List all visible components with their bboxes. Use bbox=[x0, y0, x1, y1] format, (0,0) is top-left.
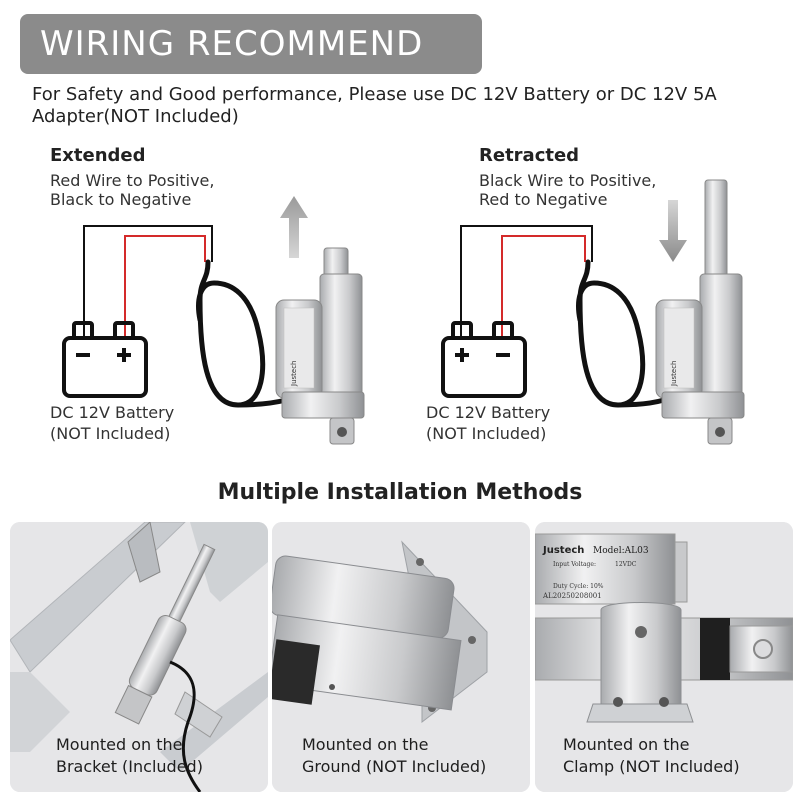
page-title: WIRING RECOMMEND bbox=[40, 24, 424, 64]
extend-up-arrow-icon bbox=[280, 196, 308, 258]
extended-desc-line1: Red Wire to Positive, bbox=[50, 171, 215, 190]
retracted-cable bbox=[576, 259, 667, 408]
install-caption-bracket: Mounted on the Bracket (Included) bbox=[10, 734, 268, 778]
install-card-ground: Mounted on the Ground (NOT Included) bbox=[272, 522, 530, 792]
install-caption-clamp-line2: Clamp (NOT Included) bbox=[563, 757, 740, 776]
retracted-red-wire bbox=[501, 235, 586, 338]
clamp-brand-text: Justech bbox=[542, 545, 584, 556]
retracted-battery-label: DC 12V Battery (NOT Included) bbox=[426, 402, 646, 444]
extended-black-wire bbox=[83, 225, 213, 338]
clamp-photo: Justech Model:AL03 Input Voltage: 12VDC … bbox=[535, 522, 793, 792]
wiring-diagrams: Justech Justech bbox=[62, 179, 745, 445]
extended-cable bbox=[196, 259, 289, 408]
retracted-diagram: Justech bbox=[441, 179, 745, 445]
extended-battery-label: DC 12V Battery (NOT Included) bbox=[50, 402, 270, 444]
extended-red-wire bbox=[124, 235, 206, 338]
retract-down-arrow-icon bbox=[659, 200, 687, 262]
retracted-actuator-brand: Justech bbox=[670, 361, 678, 387]
installation-heading: Multiple Installation Methods bbox=[217, 480, 583, 505]
extended-heading: Extended bbox=[50, 145, 146, 166]
ground-photo bbox=[272, 522, 530, 792]
intro-text: For Safety and Good performance, Please … bbox=[32, 84, 717, 127]
retracted-actuator-image: Justech bbox=[655, 179, 745, 445]
extended-desc: Red Wire to Positive, Black to Negative bbox=[50, 171, 310, 209]
install-caption-ground-line1: Mounted on the bbox=[302, 735, 429, 754]
retracted-battery-line2: (NOT Included) bbox=[426, 424, 547, 443]
extended-battery-line2: (NOT Included) bbox=[50, 424, 171, 443]
install-caption-ground: Mounted on the Ground (NOT Included) bbox=[272, 734, 530, 778]
install-card-clamp: Justech Model:AL03 Input Voltage: 12VDC … bbox=[535, 522, 793, 792]
extended-diagram: Justech bbox=[62, 196, 365, 445]
bracket-photo bbox=[10, 522, 268, 792]
install-caption-clamp: Mounted on the Clamp (NOT Included) bbox=[535, 734, 793, 778]
retracted-battery-line1: DC 12V Battery bbox=[426, 403, 551, 422]
retracted-desc-line2: Red to Negative bbox=[479, 190, 608, 209]
extended-actuator-brand: Justech bbox=[290, 361, 298, 387]
extended-desc-line2: Black to Negative bbox=[50, 190, 192, 209]
clamp-voltage-value: 12VDC bbox=[615, 561, 637, 568]
extended-battery-icon bbox=[62, 321, 148, 398]
retracted-desc: Black Wire to Positive, Red to Negative bbox=[479, 171, 739, 209]
title-banner: WIRING RECOMMEND bbox=[20, 14, 482, 74]
extended-actuator-image: Justech bbox=[275, 247, 365, 445]
clamp-serial-text: AL20250208001 bbox=[542, 592, 602, 600]
clamp-voltage-label: Input Voltage: bbox=[553, 561, 596, 568]
install-caption-ground-line2: Ground (NOT Included) bbox=[302, 757, 487, 776]
install-caption-bracket-line2: Bracket (Included) bbox=[56, 757, 203, 776]
install-card-bracket: Mounted on the Bracket (Included) bbox=[10, 522, 268, 792]
retracted-heading: Retracted bbox=[479, 145, 580, 166]
install-caption-bracket-line1: Mounted on the bbox=[56, 735, 183, 754]
extended-battery-line1: DC 12V Battery bbox=[50, 403, 175, 422]
retracted-black-wire bbox=[460, 225, 593, 338]
retracted-battery-icon bbox=[441, 321, 527, 398]
clamp-duty-text: Duty Cycle: 10% bbox=[553, 583, 604, 590]
retracted-desc-line1: Black Wire to Positive, bbox=[479, 171, 657, 190]
install-caption-clamp-line1: Mounted on the bbox=[563, 735, 690, 754]
clamp-model-text: Model:AL03 bbox=[593, 546, 649, 556]
